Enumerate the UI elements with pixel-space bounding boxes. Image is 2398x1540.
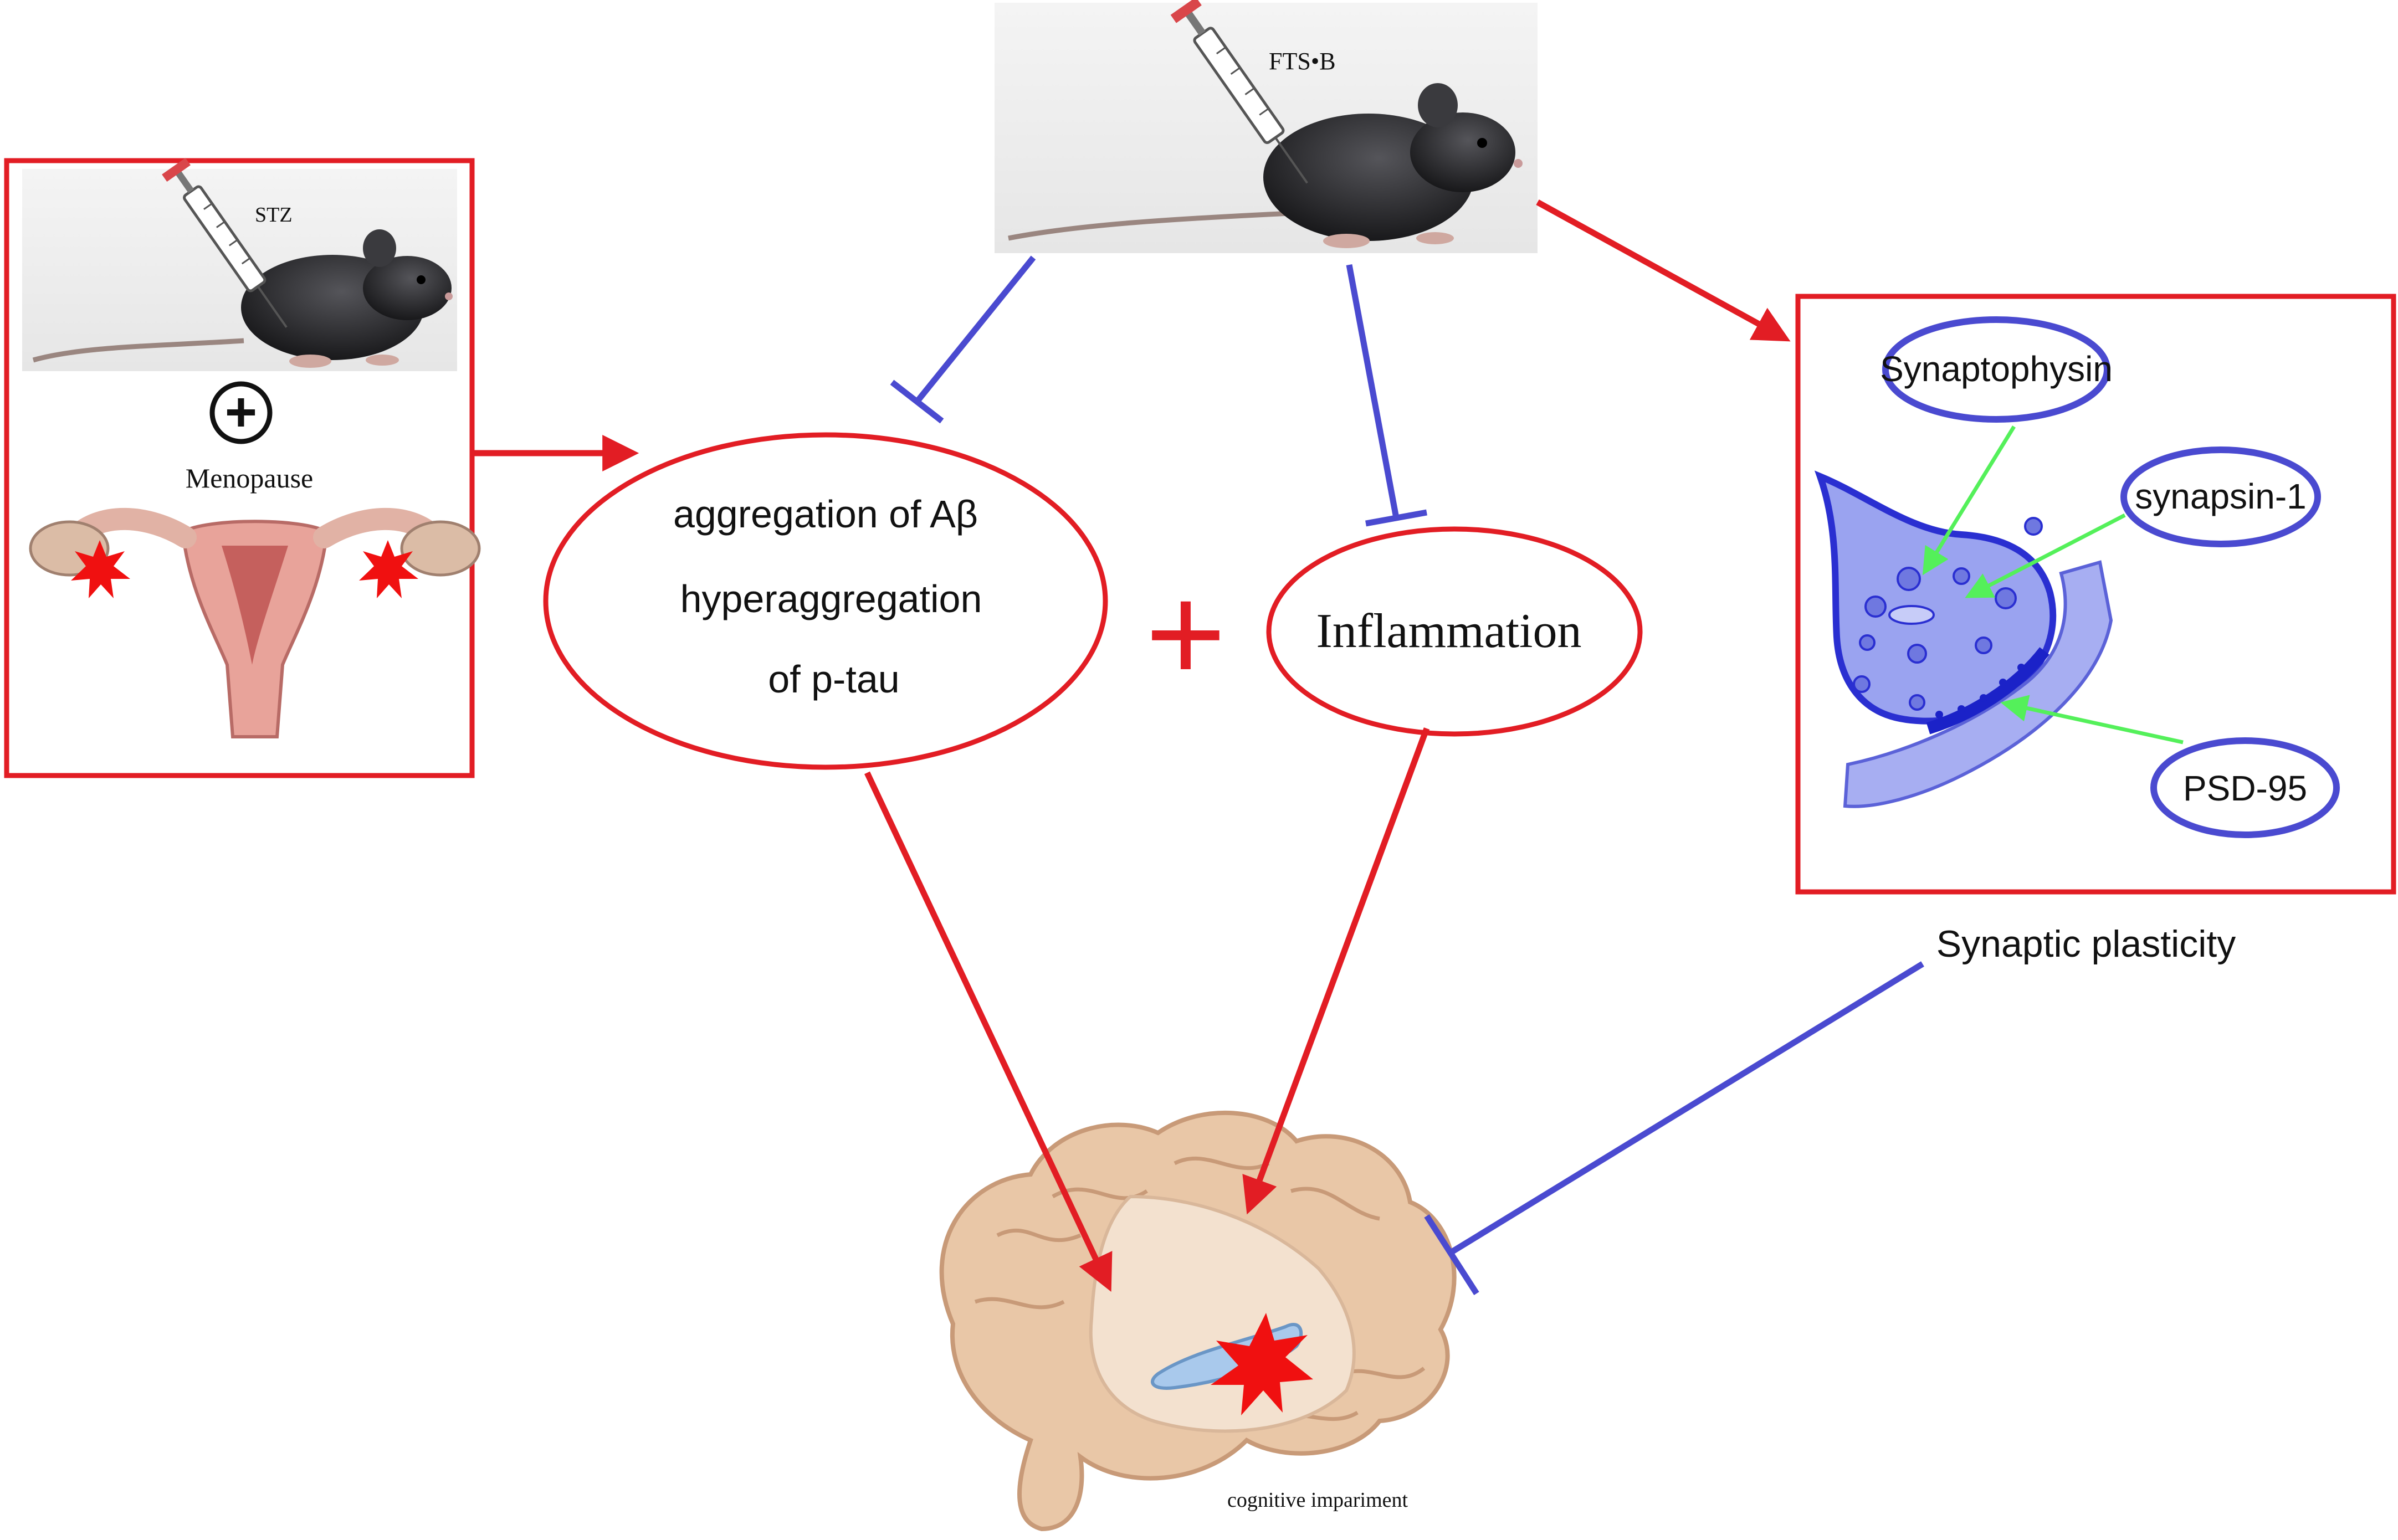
right-ovary-damage-burst	[359, 540, 418, 598]
postsynaptic-membrane	[1843, 560, 2113, 808]
combine-plus-symbol: +	[225, 381, 257, 443]
brain-damage-burst	[1211, 1313, 1313, 1415]
vesicle	[1864, 596, 1887, 618]
arrow-fts-to-synapse	[1536, 199, 1791, 342]
pathology-line-1: aggregation of Aβ	[673, 492, 978, 536]
synapsin-pointer	[1965, 513, 2126, 598]
neurotransmitter	[1958, 705, 1965, 713]
arrow-inflammation-to-brain	[1242, 727, 1430, 1215]
psd95-pointer	[2000, 695, 2184, 745]
synapsin-label: synapsin-1	[2135, 476, 2307, 516]
inhibit-fts-inflammation	[1346, 264, 1427, 527]
fts-mouse-illustration	[1008, 83, 1523, 248]
psd95-badge	[2150, 737, 2340, 838]
vesicle	[1975, 636, 1992, 654]
left-model-panel: STZ + Menopause	[4, 158, 481, 778]
cognitive-impairment-caption: cognitive impariment	[1227, 1488, 1408, 1512]
postsynaptic-density	[1926, 647, 2049, 735]
vesicle	[1909, 694, 1925, 711]
stz-mouse-illustration	[32, 229, 453, 368]
vesicle	[1995, 587, 2017, 609]
inhibit-plasticity-impairment	[1424, 961, 1924, 1295]
pathology-ellipse	[543, 432, 1108, 770]
vesicle	[1907, 644, 1927, 664]
vesicle	[1953, 567, 1970, 585]
neurotransmitter	[1980, 694, 1987, 702]
inflammation-ellipse	[1266, 526, 1643, 737]
neurotransmitter	[1935, 711, 1943, 718]
vesicle	[1853, 675, 1871, 693]
fts-syringe-icon	[1170, 0, 1308, 184]
brain-illustration	[939, 1110, 1457, 1532]
stz-label: STZ	[255, 203, 293, 227]
neurotransmitter	[2017, 664, 2025, 671]
stz-syringe-icon	[162, 158, 288, 328]
inhibit-fts-pathology	[890, 255, 1036, 424]
synapse-panel-border	[1795, 294, 2396, 895]
combination-plus-sign: +	[1145, 556, 1226, 711]
psd95-label: PSD-95	[2183, 768, 2307, 808]
pathology-line-3: of p-tau	[768, 658, 899, 701]
fts-label: FTS•B	[1269, 48, 1336, 75]
combine-plus-circle	[209, 381, 273, 444]
synapsin-badge	[2120, 446, 2321, 547]
arrow-pathology-to-brain	[864, 771, 1113, 1292]
treatment-panel: FTS•B	[995, 0, 1538, 253]
synapse-panel: Synaptophysin synapsin-1 PSD-95	[1795, 294, 2396, 895]
synaptophysin-pointer	[1922, 425, 2016, 576]
neurotransmitter	[1999, 679, 2007, 686]
synaptophysin-label: Synaptophysin	[1880, 349, 2113, 389]
left-panel-border	[4, 158, 475, 778]
vesicle	[1859, 634, 1876, 651]
pathology-line-2: hyperaggregation	[680, 577, 982, 620]
vesicle	[1888, 605, 1935, 625]
vesicle	[2024, 517, 2043, 536]
menopause-label: Menopause	[186, 463, 314, 494]
inflammation-label: Inflammation	[1316, 604, 1582, 658]
synaptophysin-badge	[1882, 316, 2110, 423]
uterus-illustration	[29, 507, 481, 738]
vesicle	[1897, 567, 1921, 591]
left-ovary-damage-burst	[71, 540, 130, 598]
synaptic-plasticity-caption: Synaptic plasticity	[1936, 923, 2236, 965]
